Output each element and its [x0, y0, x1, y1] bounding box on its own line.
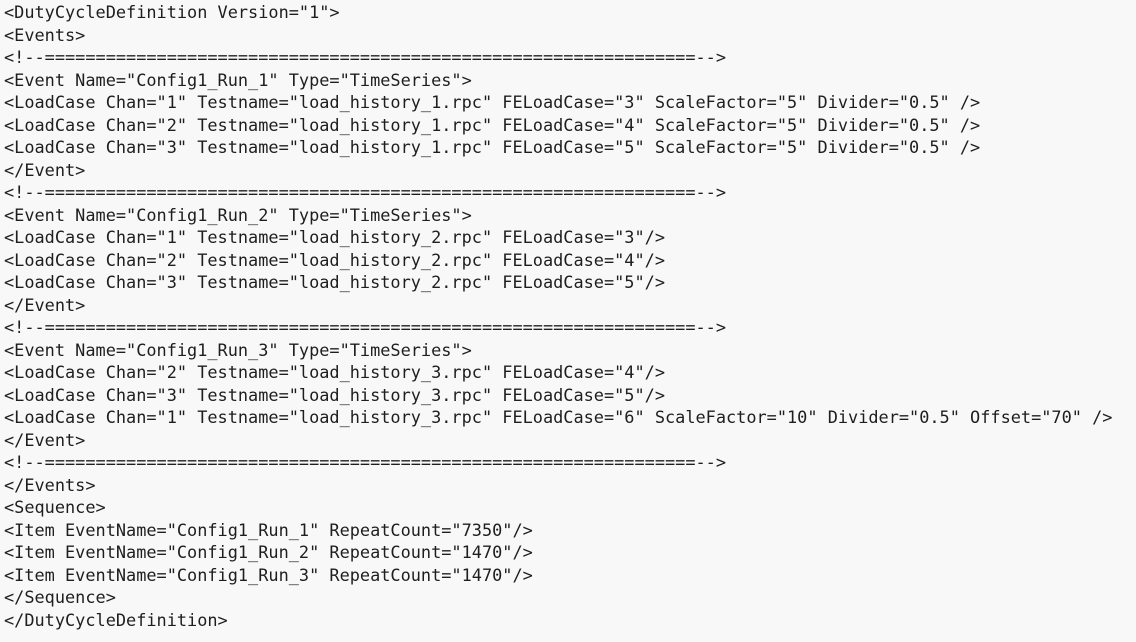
code-line: <LoadCase Chan="2" Testname="load_histor…	[4, 362, 665, 382]
code-line: </Event>	[4, 429, 86, 450]
code-line: <LoadCase Chan="1" Testname="load_histor…	[4, 407, 1113, 427]
code-line: <LoadCase Chan="2" Testname="load_histor…	[4, 114, 981, 135]
code-line: <DutyCycleDefinition Version="1">	[4, 2, 340, 22]
code-line: <Item EventName="Config1_Run_2" RepeatCo…	[4, 542, 533, 562]
code-line: <!--====================================…	[4, 317, 727, 337]
code-line: <Item EventName="Config1_Run_1" RepeatCo…	[4, 519, 533, 540]
xml-code-block: <DutyCycleDefinition Version="1"><Events…	[4, 1, 1112, 631]
code-line: <LoadCase Chan="1" Testname="load_histor…	[4, 227, 665, 247]
code-line: </Sequence>	[4, 587, 116, 607]
code-line: </Event>	[4, 159, 86, 180]
code-line: <LoadCase Chan="1" Testname="load_histor…	[4, 92, 981, 112]
code-line: <LoadCase Chan="3" Testname="load_histor…	[4, 272, 665, 292]
code-line: <Event Name="Config1_Run_1" Type="TimeSe…	[4, 69, 472, 90]
code-line: <Event Name="Config1_Run_3" Type="TimeSe…	[4, 339, 472, 360]
code-line: <LoadCase Chan="3" Testname="load_histor…	[4, 137, 981, 157]
code-line: <Event Name="Config1_Run_2" Type="TimeSe…	[4, 204, 472, 225]
code-line: <LoadCase Chan="3" Testname="load_histor…	[4, 384, 665, 405]
code-line: <Sequence>	[4, 497, 106, 517]
code-line: <!--====================================…	[4, 452, 727, 472]
code-line: <!--====================================…	[4, 182, 727, 202]
code-line: <LoadCase Chan="2" Testname="load_histor…	[4, 249, 665, 270]
code-line: <Item EventName="Config1_Run_3" RepeatCo…	[4, 564, 533, 585]
code-line: </DutyCycleDefinition>	[4, 609, 228, 630]
code-line: <!--====================================…	[4, 47, 727, 67]
code-line: <Events>	[4, 24, 86, 45]
code-line: </Events>	[4, 474, 96, 495]
code-line: </Event>	[4, 294, 86, 315]
